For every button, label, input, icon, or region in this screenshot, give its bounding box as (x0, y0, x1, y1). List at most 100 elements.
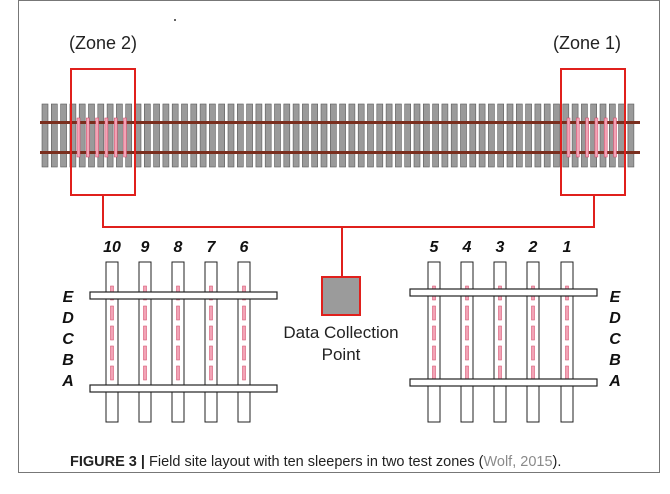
sleeper-gauge (209, 365, 213, 381)
track-tie (302, 103, 309, 168)
track-tie (488, 103, 495, 168)
row-label: E (610, 289, 622, 306)
track-tie (246, 103, 253, 168)
sleeper-gauge (176, 345, 180, 361)
track-tie (450, 103, 458, 168)
rail-bottom (40, 151, 640, 154)
sleeper-gauge (498, 365, 502, 381)
sleeper-gauge (110, 325, 114, 341)
sleeper-gauge (565, 365, 569, 381)
sleeper-gauge (531, 365, 535, 381)
track-tie (237, 103, 244, 168)
track-tie (395, 103, 402, 168)
row-label: E (63, 289, 75, 306)
sleeper-gauge (176, 325, 180, 341)
track-tie (218, 103, 225, 168)
strain-gauge (566, 117, 571, 158)
sleeper-gauge (498, 345, 502, 361)
track-tie (190, 103, 198, 168)
sleeper-gauge (432, 345, 436, 361)
row-label: D (62, 310, 74, 327)
sleeper (237, 261, 251, 423)
sleeper-gauge (143, 365, 147, 381)
sleeper-number: 9 (141, 239, 150, 256)
track-tie (171, 103, 179, 168)
sleeper-gauge (209, 345, 213, 361)
track-tie (376, 103, 384, 168)
track-tie (478, 103, 486, 168)
track-tie (209, 103, 216, 168)
sleeper-gauge (465, 325, 469, 341)
sleeper-gauge (498, 325, 502, 341)
sleeper-gauge (143, 305, 147, 321)
detail-rail (409, 378, 598, 387)
caption-citation-link[interactable]: Wolf, 2015 (483, 454, 553, 470)
track-tie (413, 103, 421, 168)
sleeper-gauge (242, 325, 246, 341)
sleeper-gauge (498, 305, 502, 321)
detail-rail (89, 384, 278, 393)
sleeper-number: 1 (563, 239, 572, 256)
track-tie (385, 103, 393, 168)
track-tie (264, 103, 272, 168)
sleeper-number: 4 (462, 239, 472, 256)
sleeper-gauge (465, 345, 469, 361)
track-tie (227, 103, 235, 168)
strain-gauge (123, 117, 127, 158)
track-tie (432, 103, 439, 168)
strain-gauge (104, 117, 109, 158)
track-tie (339, 103, 346, 168)
sleeper-gauge (110, 345, 114, 361)
strain-gauge (585, 117, 589, 158)
strain-gauge (613, 117, 617, 158)
track-tie (181, 103, 188, 168)
track-tie (329, 103, 337, 168)
track-tie (274, 103, 281, 168)
strain-gauge (113, 117, 118, 158)
sleeper (138, 261, 152, 423)
sleeper (204, 261, 218, 423)
track-tie (618, 103, 625, 168)
detail-rail (89, 291, 278, 300)
rail-top (40, 121, 640, 124)
sleeper-gauge (565, 345, 569, 361)
sleeper-gauge (242, 365, 246, 381)
sleeper-gauge (531, 305, 535, 321)
row-label: B (62, 352, 74, 369)
track-tie (367, 103, 374, 168)
dcp-label-line1: Data Collection (283, 323, 398, 342)
sleeper-gauge (432, 305, 436, 321)
data-collection-point-box (321, 276, 361, 316)
track-tie (460, 103, 467, 168)
sleeper-gauge (465, 305, 469, 321)
sleeper-gauge (432, 325, 436, 341)
track-tie (144, 103, 151, 168)
track-tie (506, 103, 514, 168)
track-tie (469, 103, 477, 168)
sleeper-gauge (209, 325, 213, 341)
sleeper (171, 261, 185, 423)
track-tie (553, 103, 560, 168)
strain-gauge (594, 117, 599, 158)
sleeper-gauge (242, 305, 246, 321)
sleeper-gauge (465, 365, 469, 381)
sleeper-gauge (565, 325, 569, 341)
caption-tail: ). (552, 454, 562, 470)
strain-gauge (576, 117, 580, 158)
track-ties (41, 103, 635, 168)
sleeper (105, 261, 119, 423)
caption-text: Field site layout with ten sleepers in t… (144, 454, 484, 470)
track-tie (422, 103, 430, 168)
track-tie (60, 103, 67, 168)
strain-gauge (603, 117, 608, 158)
track-tie (292, 103, 300, 168)
row-label: C (609, 331, 621, 348)
caption-figure-label: FIGURE 3 | (70, 454, 145, 470)
sleeper-number: 6 (240, 239, 249, 256)
strain-gauge (76, 117, 81, 158)
sleeper-gauge (531, 345, 535, 361)
track-tie (627, 103, 635, 168)
track-tie (162, 103, 170, 168)
